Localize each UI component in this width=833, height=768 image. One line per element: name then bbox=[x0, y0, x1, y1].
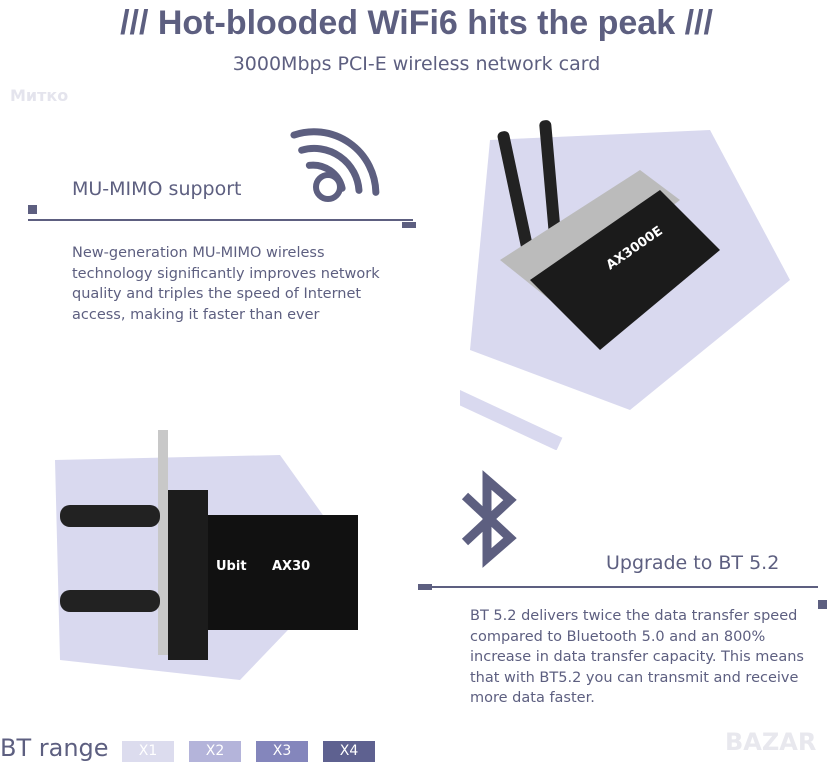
divider-line bbox=[28, 219, 413, 221]
bt-range-scale: X1 X2 X3 X4 bbox=[122, 741, 375, 762]
product-image-bottom: Ubit AX30 bbox=[55, 430, 358, 680]
divider-marker bbox=[28, 205, 37, 214]
divider-marker bbox=[818, 600, 827, 609]
range-level-x2: X2 bbox=[189, 741, 241, 762]
product-image-top: AX3000E bbox=[460, 120, 790, 450]
watermark-top-left: Митко bbox=[10, 86, 69, 105]
range-level-x3: X3 bbox=[256, 741, 308, 762]
divider-line bbox=[418, 586, 818, 588]
brand-logo: Ubit bbox=[216, 559, 247, 574]
wifi-icon bbox=[290, 128, 380, 202]
divider-marker bbox=[402, 222, 416, 228]
page-subtitle: 3000Mbps PCI-E wireless network card bbox=[232, 53, 601, 75]
mumimo-heading: MU-MIMO support bbox=[72, 178, 242, 200]
bt-heading: Upgrade to BT 5.2 bbox=[606, 552, 780, 574]
page-title: /// Hot-blooded WiFi6 hits the peak /// bbox=[120, 4, 713, 42]
bluetooth-icon bbox=[461, 470, 517, 568]
watermark-bottom-right: BAZAR bbox=[725, 728, 817, 756]
range-level-x4: X4 bbox=[323, 741, 375, 762]
range-level-x1: X1 bbox=[122, 741, 174, 762]
mumimo-text: New-generation MU-MIMO wireless technolo… bbox=[72, 245, 380, 323]
product-label-bottom: AX30 bbox=[272, 559, 310, 574]
bt-text: BT 5.2 delivers twice the data transfer … bbox=[470, 608, 804, 706]
bt-range-label: BT range bbox=[0, 734, 109, 762]
